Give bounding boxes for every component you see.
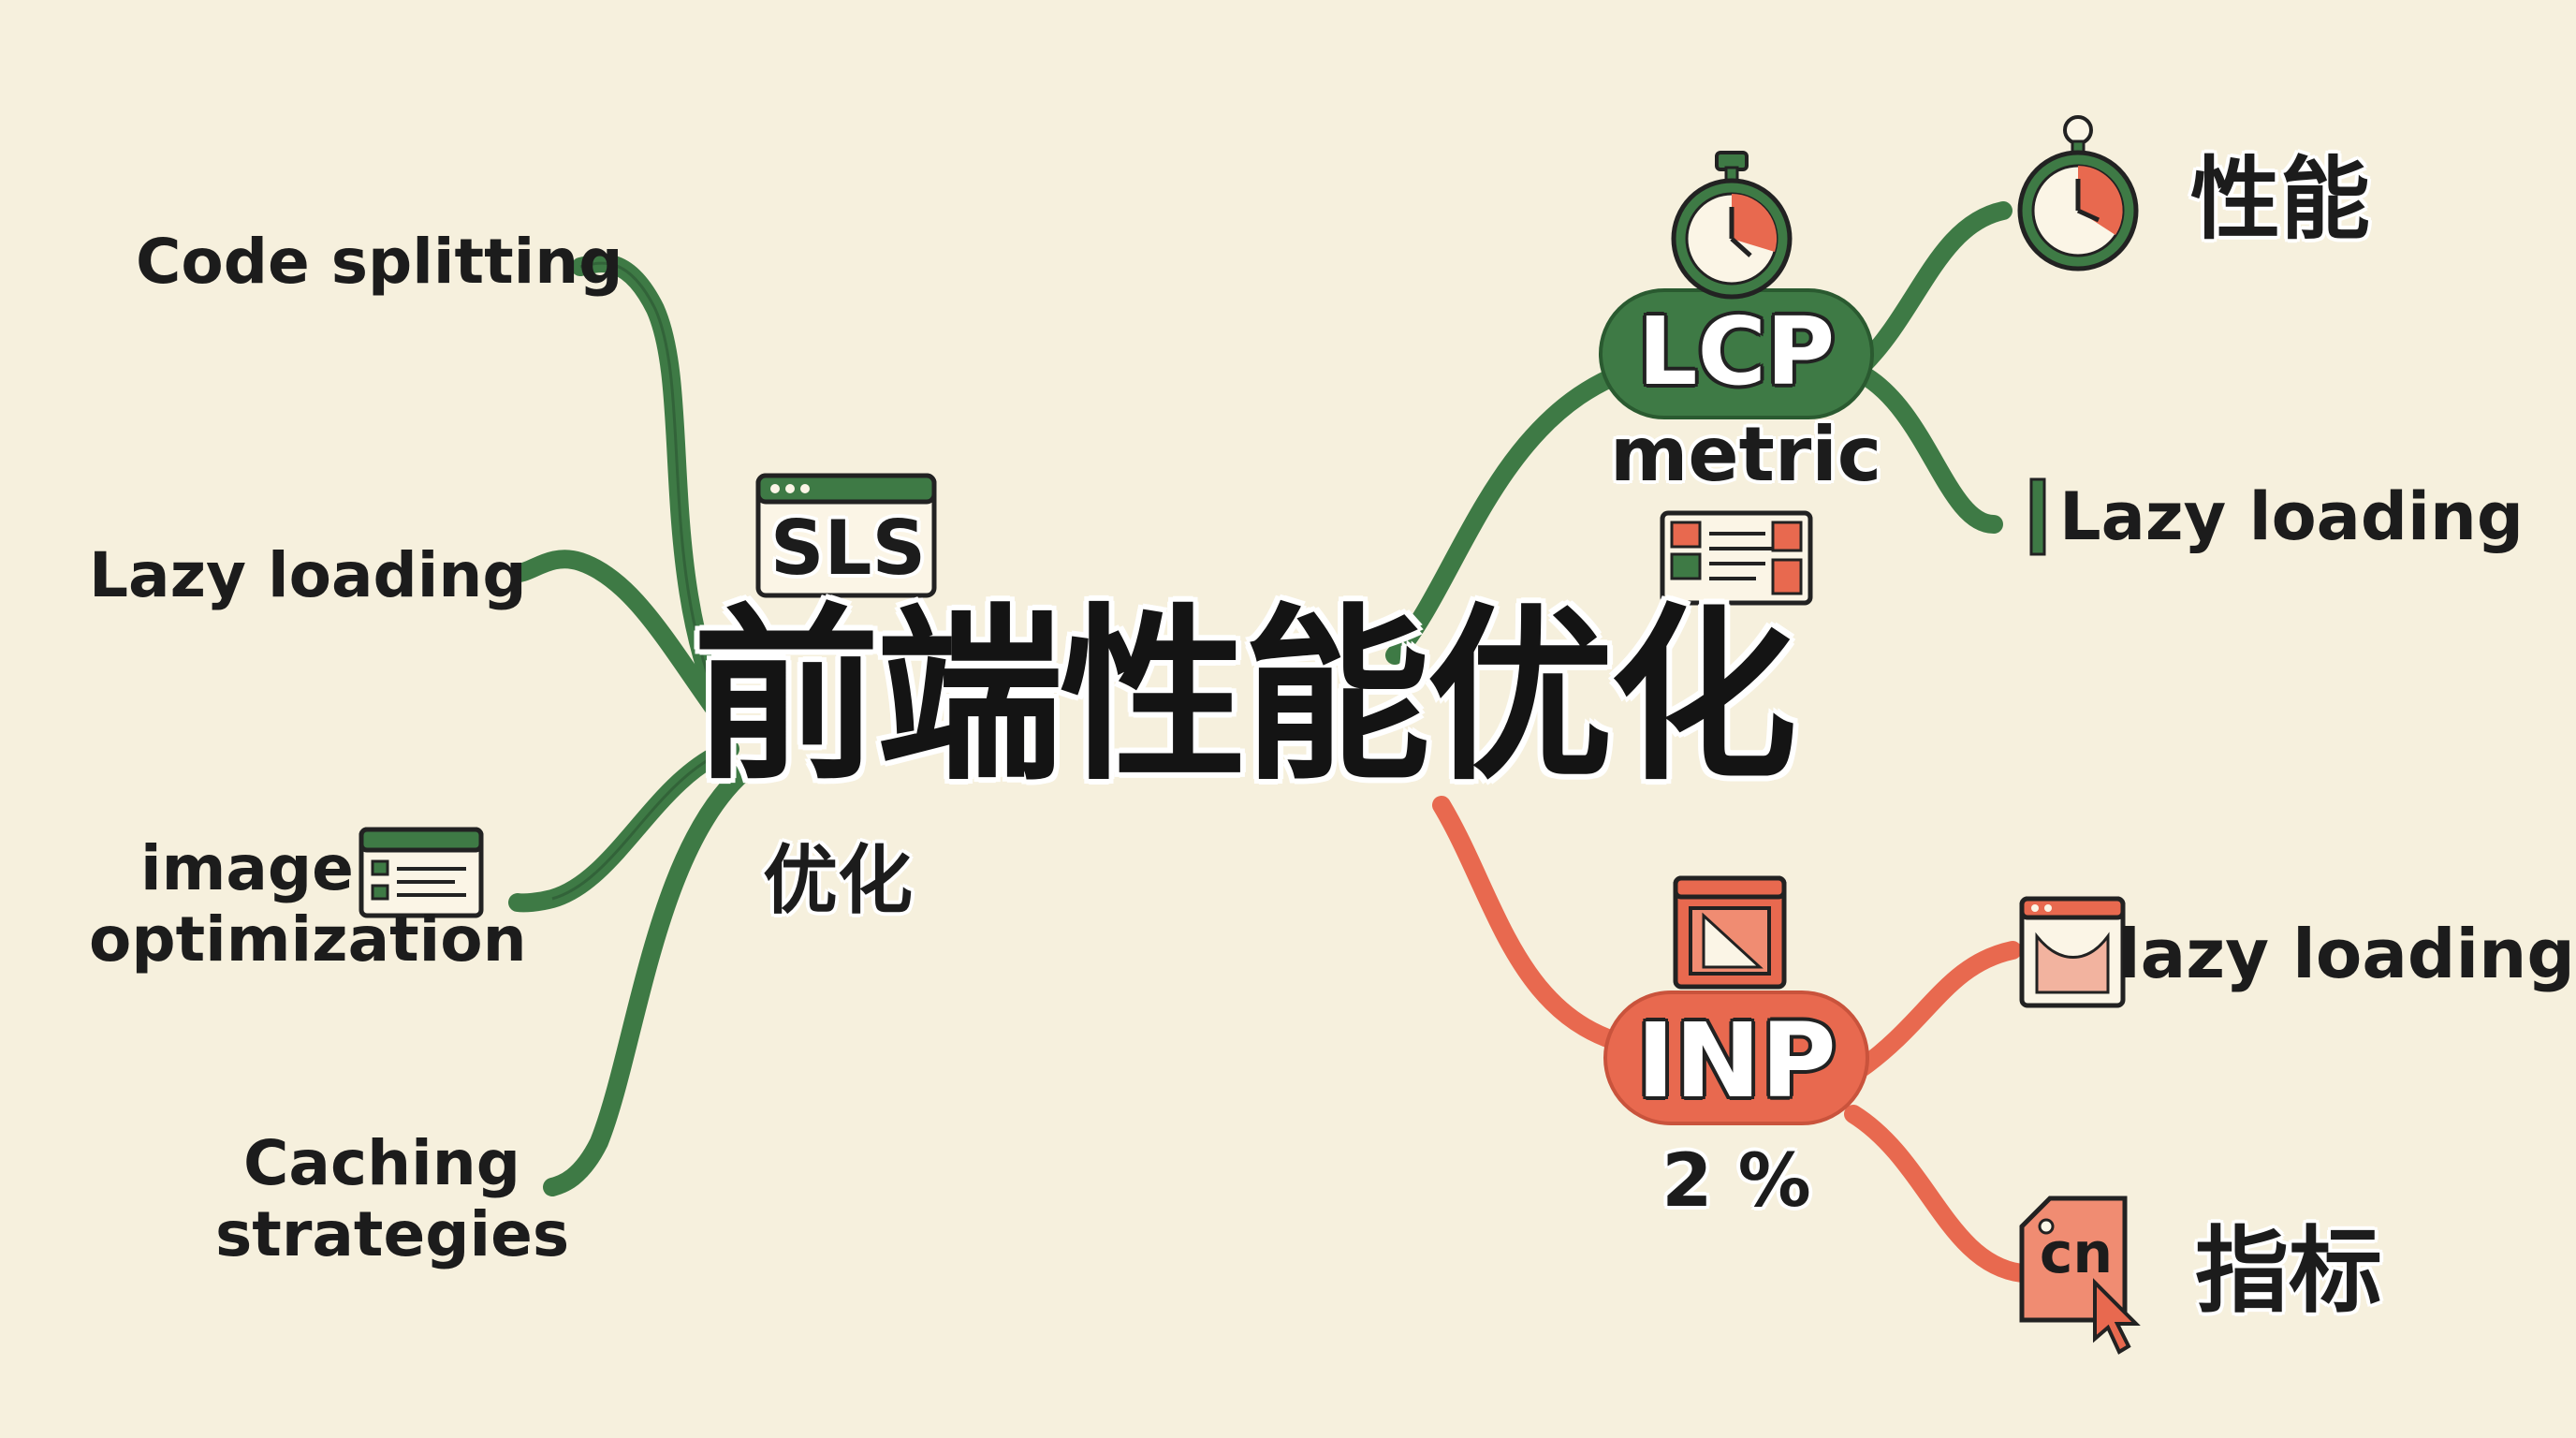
left-branch-label-line: optimization	[89, 902, 527, 976]
lcp-child-label[interactable]: Lazy loading	[2059, 478, 2524, 555]
checklist-window-icon	[359, 827, 484, 918]
left-branch-label[interactable]: Lazy loading	[89, 539, 527, 611]
lcp-child-label[interactable]: 性能	[2190, 147, 2370, 252]
left-branch-lines	[508, 254, 758, 1196]
left-branch-label-line: image	[140, 832, 354, 904]
tag-icon-text: cn	[2039, 1221, 2114, 1286]
marker-bar	[2029, 477, 2046, 556]
left-branch-label[interactable]: Caching strategies	[215, 1128, 569, 1270]
image-window-icon	[2019, 896, 2126, 1008]
left-branch-label-line: strategies	[215, 1197, 570, 1270]
cursor-icon	[2093, 1278, 2141, 1355]
left-branch-lines-outline	[551, 261, 732, 901]
inp-branch-lines	[1432, 796, 2031, 1283]
page-title: 前端性能优化	[693, 588, 1797, 806]
image-window-icon	[1673, 875, 1787, 990]
sls-badge-label: SLS	[769, 505, 927, 592]
layout-window-icon	[1660, 510, 1813, 606]
lcp-label[interactable]: LCP	[1637, 297, 1836, 406]
stopwatch-icon	[1671, 151, 1793, 300]
left-branch-label[interactable]: image optimization	[89, 832, 527, 976]
browser-window-icon	[755, 473, 937, 598]
inp-caption: 2 %	[1661, 1139, 1811, 1224]
page-subtitle: 优化	[763, 837, 913, 924]
inp-label[interactable]: INP	[1636, 1001, 1837, 1121]
left-branch-label-line: Caching	[243, 1127, 520, 1199]
left-branch-label[interactable]: Code splitting	[136, 226, 623, 298]
stopwatch-icon	[2017, 115, 2139, 271]
lcp-branch-lines	[1385, 201, 2012, 665]
lcp-caption: metric	[1610, 411, 1882, 498]
inp-child-label[interactable]: 指标	[2195, 1216, 2382, 1326]
inp-pill[interactable]	[1603, 990, 1869, 1125]
inp-child-label[interactable]: lazy loading	[2117, 915, 2575, 993]
